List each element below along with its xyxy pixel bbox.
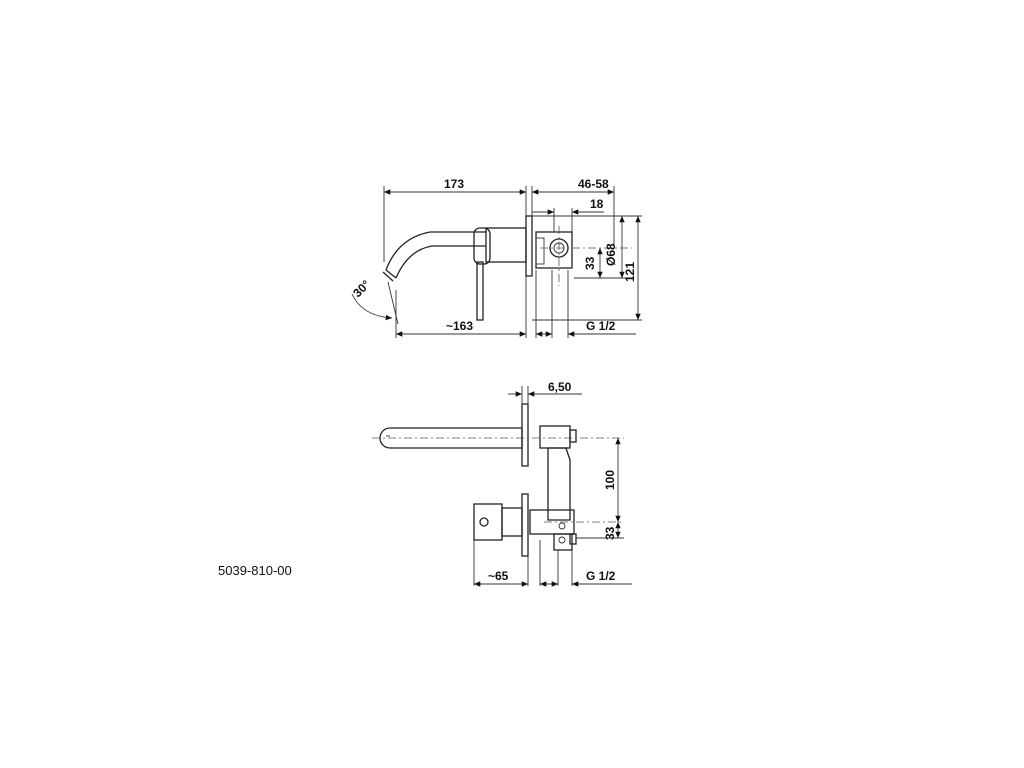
article-number: 5039-810-00: [218, 563, 292, 578]
dim-offset-side: 33: [603, 526, 617, 540]
dim-thread: G 1/2: [586, 319, 616, 333]
dim-depth: 18: [590, 197, 604, 211]
valve-block: [529, 509, 575, 535]
dim-offset: 33: [583, 256, 597, 270]
dim-rosette: Ø68: [604, 243, 618, 266]
mixer-body: [485, 227, 527, 263]
wall-plate-side: [521, 403, 529, 467]
dim-spout: ~163: [446, 319, 473, 333]
dim-plate-thickness: 6,50: [548, 380, 572, 394]
dim-handle-depth: ~65: [488, 569, 509, 583]
dim-height: 121: [623, 262, 637, 282]
body-column: [547, 447, 571, 521]
handle-lever: [476, 261, 484, 321]
dim-wall-range: 46-58: [578, 177, 609, 191]
dim-overall-length: 173: [444, 177, 464, 191]
dim-spacing: 100: [603, 470, 617, 490]
top-view: 173 46-58 18 Ø68 33 121 30° ~163 G 1/2: [350, 177, 642, 338]
spout-outline: [385, 231, 486, 279]
wall-plate: [525, 215, 533, 277]
spout-side: [379, 427, 523, 449]
dim-thread-side: G 1/2: [586, 569, 616, 583]
side-view: 6,50 100 33 ~65 G 1/2: [372, 380, 632, 587]
